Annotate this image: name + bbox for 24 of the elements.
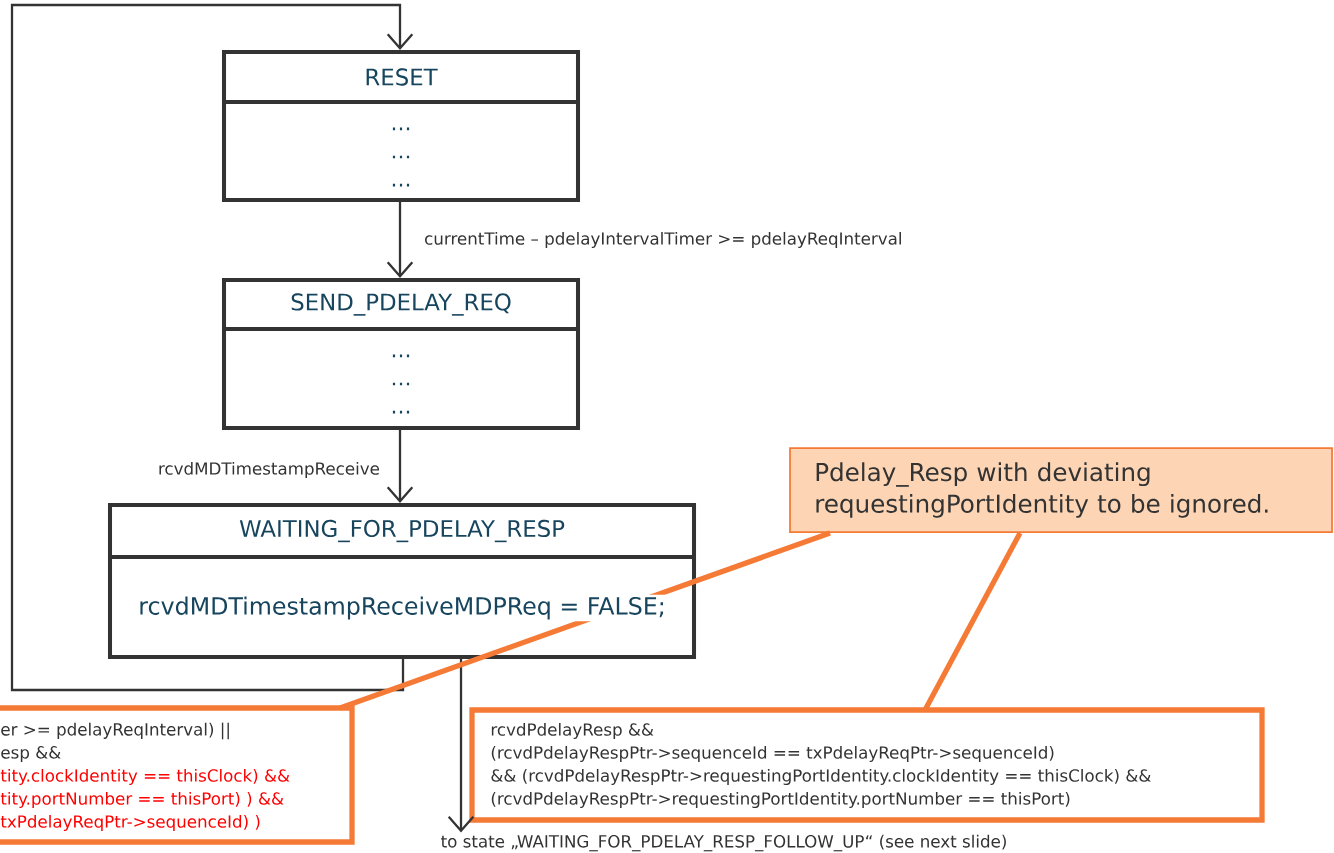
condition-text: tity.portNumber == thisPort) ) &&	[0, 791, 284, 809]
action-text: rcvdMDTimestampReceiveMDPReq = FALSE;	[136, 594, 668, 622]
arrow	[386, 430, 414, 503]
condition-text: rcvdPdelayResp &&	[491, 722, 654, 740]
leader-line	[339, 530, 831, 711]
condition-text: && (rcvdPdelayRespPtr->requestingPortIdentity.clockIdentity == thisClock) &&	[491, 768, 1151, 786]
condition-text: (rcvdPdelayRespPtr->sequenceId == txPdelayReqPtr->sequenceId)	[491, 745, 1054, 763]
condition-text: esp &&	[1, 746, 61, 762]
arrow	[386, 202, 414, 278]
condition-box	[469, 707, 1265, 823]
leader-line	[922, 531, 1023, 712]
condition-text: er >= pdelayReqInterval) ||	[1, 722, 229, 740]
arrow	[10, 3, 414, 692]
condition-text: (rcvdPdelayRespPtr->requestingPortIdentity.portNumber == thisPort)	[491, 791, 1070, 809]
edge-label: rcvdMDTimestampReceive	[156, 460, 382, 480]
condition-text: tity.clockIdentity == thisClock) &&	[0, 768, 290, 786]
condition-text: txPdelayReqPtr->sequenceId) )	[0, 814, 260, 832]
arrow	[447, 659, 475, 833]
action-text: … … …	[392, 354, 410, 414]
condition-box	[0, 705, 355, 845]
action-text: … … …	[392, 127, 410, 187]
target-state-text: to state „WAITING_FOR_PDELAY_RESP_FOLLOW_UP“ (see next slide)	[441, 834, 1006, 852]
edge-label: currentTime – pdelayIntervalTimer >= pdelayReqInterval	[422, 230, 905, 250]
callout-box: Pdelay_Resp with deviating requestingPortIdentity to be ignored.	[789, 447, 1333, 533]
